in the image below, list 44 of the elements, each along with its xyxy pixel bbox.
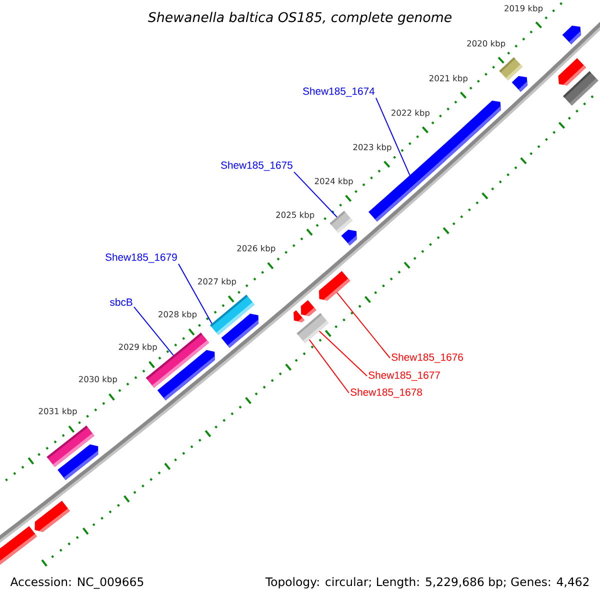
gene-label: Shew185_1679 xyxy=(106,253,177,263)
gene-block xyxy=(0,526,38,565)
accession-text: Accession: NC_009665 xyxy=(10,577,144,589)
tick-label: 2025 kbp xyxy=(276,212,314,220)
leader-line xyxy=(294,172,338,218)
genome-stats-text: Topology: circular; Length: 5,229,686 bp; Genes: 4,462 xyxy=(265,577,589,588)
tick-label: 2027 kbp xyxy=(198,278,236,286)
gene-block xyxy=(221,314,259,348)
tick-label: 2019 kbp xyxy=(504,4,543,13)
gene-label: Shew185_1678 xyxy=(350,388,422,398)
tick-label: 2028 kbp xyxy=(158,310,197,319)
tick-label: 2024 kbp xyxy=(314,178,353,186)
leader-line xyxy=(134,306,174,356)
tick-label: 2021 kbp xyxy=(429,74,468,83)
gene-block xyxy=(512,76,528,92)
gene-label: sbcB xyxy=(110,298,132,306)
gene-bar xyxy=(562,71,598,106)
gene-bar xyxy=(330,210,353,234)
title: Shewanella baltica OS185, complete genome xyxy=(148,12,452,25)
tick-label: 2022 kbp xyxy=(392,110,430,118)
gene-block xyxy=(300,300,316,316)
leader-line xyxy=(319,330,368,376)
leader-line xyxy=(376,98,410,176)
tick-label: 2020 kbp xyxy=(467,40,506,48)
leader-line xyxy=(308,339,350,394)
gene-label: Shew185_1677 xyxy=(368,371,440,381)
tick-label: 2030 kbp xyxy=(79,376,117,384)
tick-label: 2026 kbp xyxy=(237,244,276,253)
tick-label: 2029 kbp xyxy=(118,344,157,352)
gene-block xyxy=(294,310,304,322)
tick-label: 2023 kbp xyxy=(353,144,392,152)
gene-label: Shew185_1676 xyxy=(392,353,463,363)
gene-block xyxy=(58,444,98,480)
gene-block xyxy=(34,500,70,532)
leader-line xyxy=(336,292,390,358)
gene-block xyxy=(157,350,215,400)
tick-label: 2031 kbp xyxy=(38,408,77,416)
gene-block xyxy=(341,230,357,246)
gene-label: Shew185_1674 xyxy=(303,87,375,97)
gene-label: Shew185_1675 xyxy=(221,161,292,171)
gene-block xyxy=(318,271,350,301)
gene-block xyxy=(562,26,581,44)
gene-bar xyxy=(296,313,329,344)
leader-line xyxy=(178,264,212,324)
